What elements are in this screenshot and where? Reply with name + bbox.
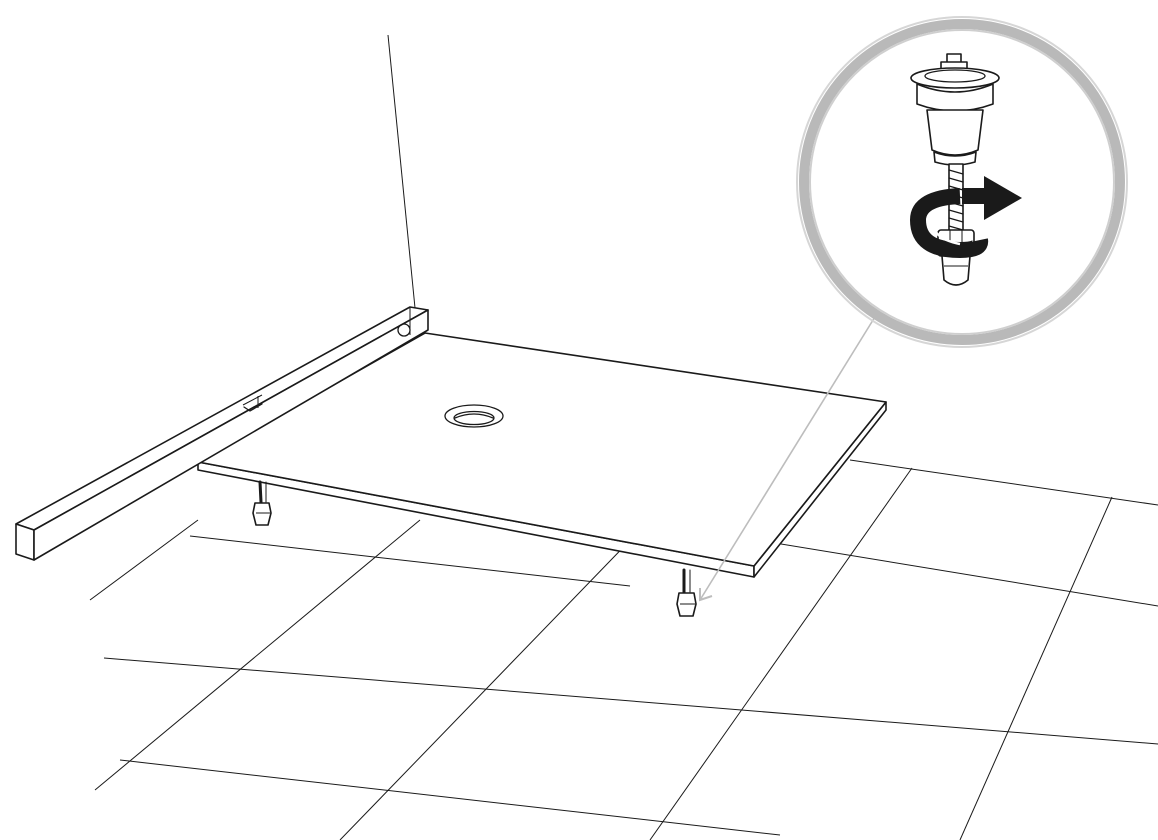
detail-inset xyxy=(796,16,1128,348)
shower-tray xyxy=(197,332,887,578)
wall xyxy=(387,34,417,319)
spirit-level xyxy=(15,306,429,561)
adjustable-foot-detail xyxy=(910,53,1000,286)
adjustable-foot-left xyxy=(252,480,272,526)
drain-hole xyxy=(444,404,504,428)
detail-leader xyxy=(699,311,879,602)
clockwise-rotation-arrow-icon xyxy=(909,176,1022,259)
floor-tiles xyxy=(89,459,1158,840)
adjustable-foot-right xyxy=(676,568,697,617)
